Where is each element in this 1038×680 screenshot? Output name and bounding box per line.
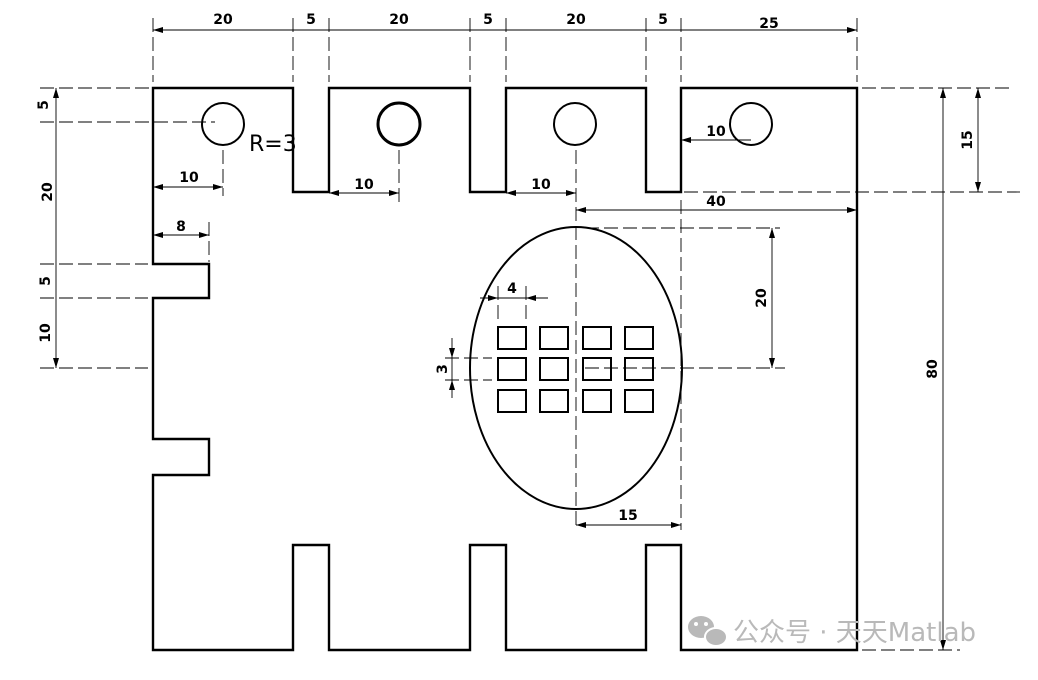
- arrowhead: [681, 137, 691, 143]
- arrowhead: [576, 207, 586, 213]
- grid-rect: [497, 357, 527, 381]
- arrowhead: [975, 182, 981, 192]
- grid-rect: [539, 326, 569, 350]
- arrowhead: [53, 358, 59, 368]
- dim-top-5: 20: [566, 12, 586, 28]
- part-outline: [151, 86, 859, 652]
- arrowhead: [940, 88, 946, 98]
- grid-rect: [497, 326, 527, 350]
- dim-ellipse-half-width: 15: [618, 508, 637, 524]
- rect-grid: [497, 326, 654, 413]
- dim-top-2: 5: [306, 12, 316, 28]
- arrowhead: [975, 88, 981, 98]
- dim-top-4: 5: [483, 12, 493, 28]
- watermark: 公众号 · 天天Matlab: [688, 616, 976, 648]
- wechat-icon: [688, 616, 728, 647]
- dim-center-to-right: 40: [706, 194, 726, 210]
- dim-left-1: 5: [36, 100, 52, 110]
- arrowhead: [940, 640, 946, 650]
- dim-hole-offset-3: 10: [531, 177, 551, 193]
- grid-rect: [624, 326, 654, 350]
- arrowhead: [506, 190, 516, 196]
- dimension-lines: [55, 29, 979, 650]
- dim-ellipse-half-height: 20: [754, 288, 770, 308]
- wechat-icon-eye: [694, 622, 698, 626]
- dim-hole-radius: R=3: [249, 132, 297, 157]
- dim-left-4: 10: [38, 323, 54, 343]
- dim-top-6: 5: [658, 12, 668, 28]
- arrowhead: [213, 184, 223, 190]
- arrowhead: [526, 295, 536, 301]
- arrowhead: [671, 522, 681, 528]
- arrowhead: [847, 27, 857, 33]
- dim-top-3: 20: [389, 12, 409, 28]
- arrowhead: [576, 522, 586, 528]
- dim-top-7: 25: [759, 16, 778, 32]
- arrowhead: [329, 190, 339, 196]
- arrowhead: [153, 184, 163, 190]
- arrowhead: [449, 348, 455, 358]
- dimension-labels: 20 5 20 5 20 5 25 5 20 5 10 15 80 10 10 …: [36, 12, 976, 524]
- arrowhead: [199, 232, 209, 238]
- grid-rect: [582, 389, 612, 413]
- dim-left-3: 5: [38, 276, 54, 286]
- hole-4: [729, 102, 773, 146]
- dim-rect-height: 3: [435, 364, 451, 374]
- extension-lines: [40, 18, 1020, 651]
- grid-rect: [539, 357, 569, 381]
- arrowhead: [769, 228, 775, 238]
- dim-hole-offset-1: 10: [179, 170, 199, 186]
- wechat-icon-bubble-small: [704, 627, 728, 647]
- dim-slot-depth: 15: [960, 130, 976, 149]
- part-outline-path: [151, 86, 859, 652]
- grid-rect: [582, 357, 612, 381]
- wechat-icon-eye: [704, 622, 708, 626]
- arrowhead: [847, 207, 857, 213]
- arrowhead: [153, 27, 163, 33]
- hole-3: [553, 102, 597, 146]
- dim-hole-offset-4: 10: [706, 124, 726, 140]
- arrowhead: [389, 190, 399, 196]
- dim-top-1: 20: [213, 12, 233, 28]
- watermark-text: 公众号 · 天天Matlab: [733, 618, 976, 648]
- grid-rect: [497, 389, 527, 413]
- arrowhead: [53, 88, 59, 98]
- dim-hole-offset-2: 10: [354, 177, 374, 193]
- grid-rect: [582, 326, 612, 350]
- grid-rect: [624, 389, 654, 413]
- dim-total-height: 80: [925, 359, 941, 379]
- dim-rect-width: 4: [507, 281, 517, 297]
- grid-rect: [539, 389, 569, 413]
- arrowhead: [153, 232, 163, 238]
- hole-1: [201, 102, 245, 146]
- dim-tab-width: 8: [176, 219, 186, 235]
- arrowhead: [488, 295, 498, 301]
- hole-2: [376, 101, 422, 147]
- arrowheads: [53, 27, 981, 650]
- arrowhead: [566, 190, 576, 196]
- dim-left-2: 20: [40, 182, 56, 202]
- arrowhead: [449, 380, 455, 390]
- arrowhead: [769, 358, 775, 368]
- grid-rect: [624, 357, 654, 381]
